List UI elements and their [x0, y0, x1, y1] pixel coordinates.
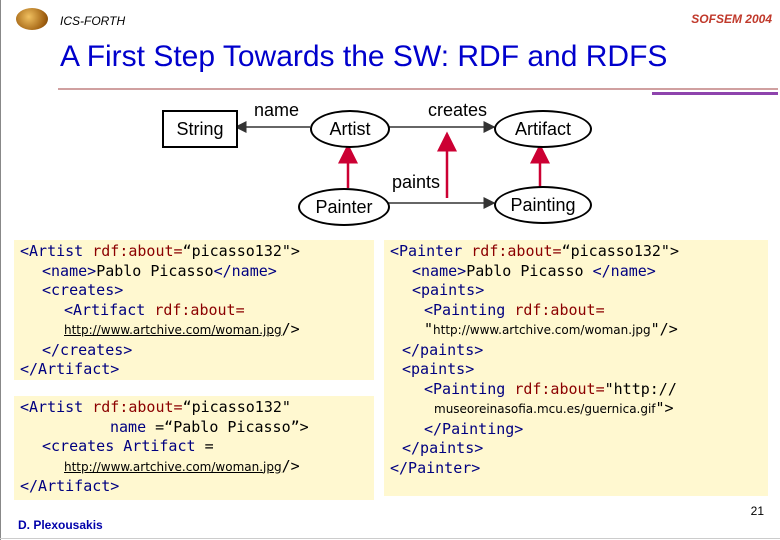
- title-divider: [58, 88, 778, 90]
- code-line: </creates>: [42, 340, 133, 359]
- header-event: SOFSEM 2004: [691, 12, 772, 26]
- code-line: <Painting rdf:about="http://: [390, 380, 762, 400]
- code-token: <Artist: [20, 242, 93, 260]
- code-token: "/>: [650, 320, 678, 338]
- slide-title: A First Step Towards the SW: RDF and RDF…: [60, 40, 668, 73]
- code-token: rdf:about=: [514, 300, 605, 319]
- node-painter: Painter: [298, 188, 390, 226]
- label-paints: paints: [392, 172, 441, 192]
- code-token: “picasso132": [182, 398, 291, 416]
- code-artist-abbreviated: <Artist rdf:about=“picasso132" name =“Pa…: [14, 396, 374, 500]
- code-line: http://www.artchive.com/woman.jpg/>: [20, 320, 368, 341]
- code-token: </name>: [592, 261, 656, 280]
- code-line: <Painter rdf:about=“picasso132">: [390, 242, 762, 262]
- code-line: <name>Pablo Picasso </name>: [390, 262, 762, 282]
- code-line: </Artifact>: [20, 360, 120, 378]
- node-artist: Artist: [310, 110, 390, 148]
- code-line: <Artifact rdf:about=: [20, 301, 368, 321]
- code-token: <Painting: [424, 300, 515, 319]
- code-token: Pablo Picasso: [96, 261, 214, 280]
- code-token: <Painter: [390, 242, 472, 260]
- code-line: </Artifact>: [20, 477, 120, 495]
- artifact-url-link[interactable]: http://www.artchive.com/woman.jpg: [64, 323, 282, 337]
- code-line: <paints>: [402, 360, 475, 378]
- header-org: ICS-FORTH: [60, 14, 126, 28]
- code-token: ">: [655, 399, 674, 417]
- forth-logo-icon: [16, 8, 48, 30]
- code-line: </paints>: [402, 340, 484, 359]
- bottom-rule: [0, 538, 780, 539]
- code-token: rdf:about=: [92, 242, 183, 260]
- code-line: <Artist rdf:about=“picasso132": [20, 398, 368, 418]
- code-token: rdf:about=: [471, 242, 562, 260]
- code-token: rdf:about=: [154, 300, 245, 319]
- code-token: <name>: [412, 261, 467, 280]
- title-accent-bar: [652, 92, 778, 95]
- page-number: 21: [750, 504, 764, 518]
- code-line: <creates>: [42, 281, 124, 299]
- code-line: http://www.artchive.com/woman.jpg/>: [20, 457, 368, 478]
- node-string: String: [162, 110, 238, 148]
- code-token: <creates Artifact: [42, 437, 205, 455]
- code-line: name =“Pablo Picasso”>: [20, 418, 368, 438]
- node-artifact: Artifact: [494, 110, 592, 148]
- code-token: </name>: [213, 261, 277, 280]
- frame-edge: [0, 0, 1, 540]
- code-line: <paints>: [412, 281, 485, 299]
- code-token: http://: [613, 379, 677, 398]
- guernica-url-link[interactable]: museoreinasofia.mcu.es/guernica.gif: [434, 402, 656, 416]
- code-line: <name>Pablo Picasso</name>: [20, 262, 368, 282]
- code-token: name: [110, 417, 156, 436]
- code-token: =“Pablo Picasso”>: [155, 417, 309, 436]
- code-token: <Artist: [20, 398, 93, 416]
- code-painter-expanded: <Painter rdf:about=“picasso132"> <name>P…: [384, 240, 768, 496]
- code-line: </Painting>: [424, 419, 524, 438]
- rdf-schema-diagram: [234, 121, 550, 209]
- code-token: “picasso132">: [182, 242, 300, 260]
- code-token: “picasso132">: [561, 242, 679, 260]
- painting-url-link[interactable]: http://www.artchive.com/woman.jpg: [433, 323, 651, 337]
- code-line: </paints>: [402, 439, 484, 457]
- code-artist-expanded: <Artist rdf:about=“picasso132"> <name>Pa…: [14, 240, 374, 380]
- code-token: Pablo Picasso: [466, 261, 593, 280]
- code-token: />: [281, 320, 300, 338]
- code-token: <name>: [42, 261, 97, 280]
- code-token: =: [204, 437, 214, 455]
- code-line: museoreinasofia.mcu.es/guernica.gif">: [390, 399, 762, 420]
- code-line: <creates Artifact =: [20, 437, 368, 457]
- code-token: <Artifact: [64, 300, 155, 319]
- code-line: <Painting rdf:about=: [390, 301, 762, 321]
- code-token: rdf:about=: [514, 379, 605, 398]
- footer-author: D. Plexousakis: [18, 518, 103, 532]
- code-line: </Painter>: [390, 458, 481, 477]
- code-token: ": [604, 379, 614, 398]
- code-token: ": [424, 320, 434, 338]
- code-token: <Painting: [424, 379, 515, 398]
- artifact-url-link[interactable]: http://www.artchive.com/woman.jpg: [64, 459, 282, 474]
- node-painting: Painting: [494, 186, 592, 224]
- code-token: />: [281, 456, 300, 475]
- code-line: <Artist rdf:about=“picasso132">: [20, 242, 368, 262]
- label-name: name: [254, 100, 300, 120]
- code-token: rdf:about=: [92, 398, 183, 416]
- label-creates: creates: [428, 100, 488, 120]
- code-line: "http://www.artchive.com/woman.jpg"/>: [390, 320, 762, 341]
